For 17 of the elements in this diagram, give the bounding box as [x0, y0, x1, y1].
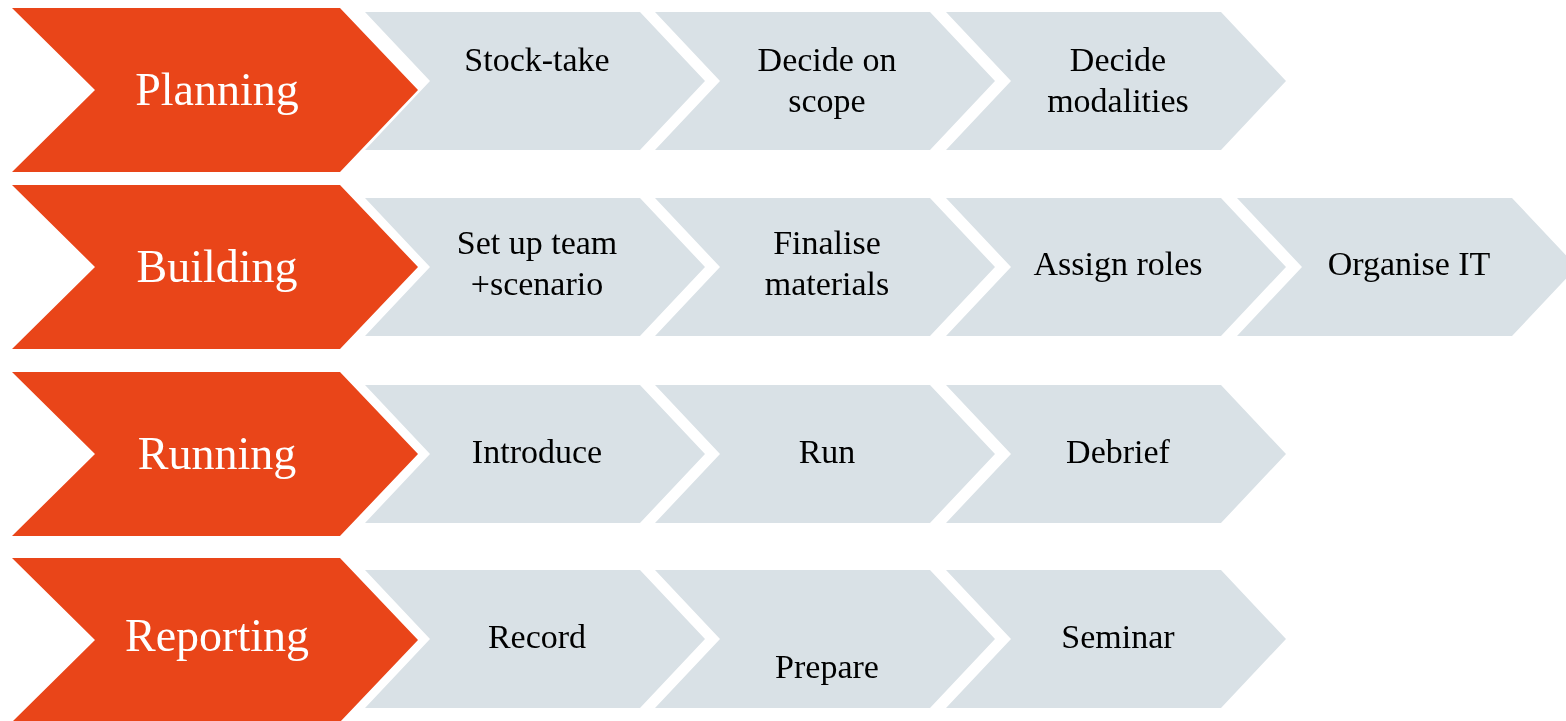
step-label: Seminar	[1060, 616, 1176, 657]
step-label: Stock-take	[463, 39, 611, 80]
phase-label: Reporting	[124, 609, 310, 664]
step-label: Debrief	[1065, 431, 1171, 472]
step-label: Introduce	[470, 431, 604, 472]
step-label: Decide on scope	[756, 40, 898, 121]
step-label: Decide modalities	[1046, 40, 1190, 121]
step-label: Organise IT	[1326, 243, 1492, 284]
step-label: Record	[486, 616, 588, 657]
phase-label: Building	[135, 240, 299, 295]
step-label: Assign roles	[1032, 243, 1204, 284]
step-label: Prepare	[774, 646, 880, 687]
step-label: Run	[797, 431, 857, 472]
phase-label: Running	[136, 427, 298, 482]
phase-label: Planning	[134, 63, 300, 118]
step-label: Set up team +scenario	[455, 223, 619, 304]
step-label: Finalise materials	[763, 223, 891, 304]
